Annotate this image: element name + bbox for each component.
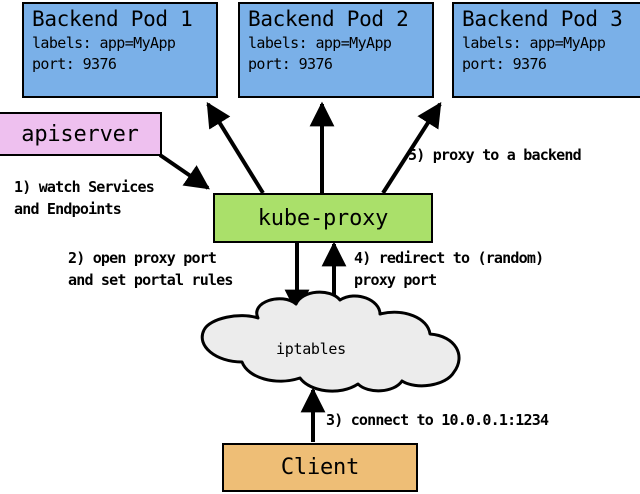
backend-pod-1-labels: labels: app=MyApp	[32, 34, 176, 52]
edge-label-redirect-line1: 4) redirect to (random)	[354, 249, 544, 267]
edge-label-connect-line1: 3) connect to 10.0.0.1:1234	[326, 411, 549, 429]
edge-label-open-proxy-port: 2) open proxy port and set portal rules	[68, 247, 233, 291]
kube-proxy-box[interactable]: kube-proxy	[213, 193, 433, 243]
iptables-cloud	[200, 290, 461, 393]
backend-pod-1-port: port: 9376	[32, 55, 117, 73]
backend-pod-1-box[interactable]: Backend Pod 1 labels: app=MyApp port: 93…	[22, 2, 218, 98]
edge-label-watch-line1: 1) watch Services	[14, 178, 155, 196]
edge-label-proxy-backend: 5) proxy to a backend	[408, 144, 582, 166]
edge-label-proxy-backend-line1: 5) proxy to a backend	[408, 146, 582, 164]
edge-kubeproxy-to-pod1	[206, 101, 265, 195]
apiserver-box[interactable]: apiserver	[0, 112, 162, 156]
edge-label-watch-line2: and Endpoints	[14, 200, 122, 218]
backend-pod-3-title: Backend Pod 3	[462, 7, 623, 31]
edge-label-connect: 3) connect to 10.0.0.1:1234	[326, 409, 549, 431]
backend-pod-3-labels: labels: app=MyApp	[462, 34, 606, 52]
backend-pod-2-title: Backend Pod 2	[248, 7, 409, 31]
edge-label-redirect-line2: proxy port	[354, 271, 437, 289]
client-box[interactable]: Client	[222, 443, 418, 492]
edge-label-open-proxy-port-line2: and set portal rules	[68, 271, 233, 289]
edge-label-redirect: 4) redirect to (random) proxy port	[354, 247, 544, 291]
edge-label-open-proxy-port-line1: 2) open proxy port	[68, 249, 217, 267]
kube-proxy-label: kube-proxy	[257, 205, 389, 231]
edge-apiserver-to-kubeproxy	[158, 153, 210, 190]
backend-pod-3-port: port: 9376	[462, 55, 547, 73]
backend-pod-2-box[interactable]: Backend Pod 2 labels: app=MyApp port: 93…	[238, 2, 434, 98]
edge-label-watch: 1) watch Services and Endpoints	[14, 176, 155, 220]
apiserver-label: apiserver	[21, 121, 139, 147]
edge-kubeproxy-to-pod3	[381, 101, 442, 195]
iptables-label: iptables	[276, 340, 346, 358]
backend-pod-1-title: Backend Pod 1	[32, 7, 193, 31]
client-label: Client	[280, 455, 360, 480]
backend-pod-3-box[interactable]: Backend Pod 3 labels: app=MyApp port: 93…	[452, 2, 640, 98]
backend-pod-2-labels: labels: app=MyApp	[248, 34, 392, 52]
backend-pod-2-port: port: 9376	[248, 55, 333, 73]
